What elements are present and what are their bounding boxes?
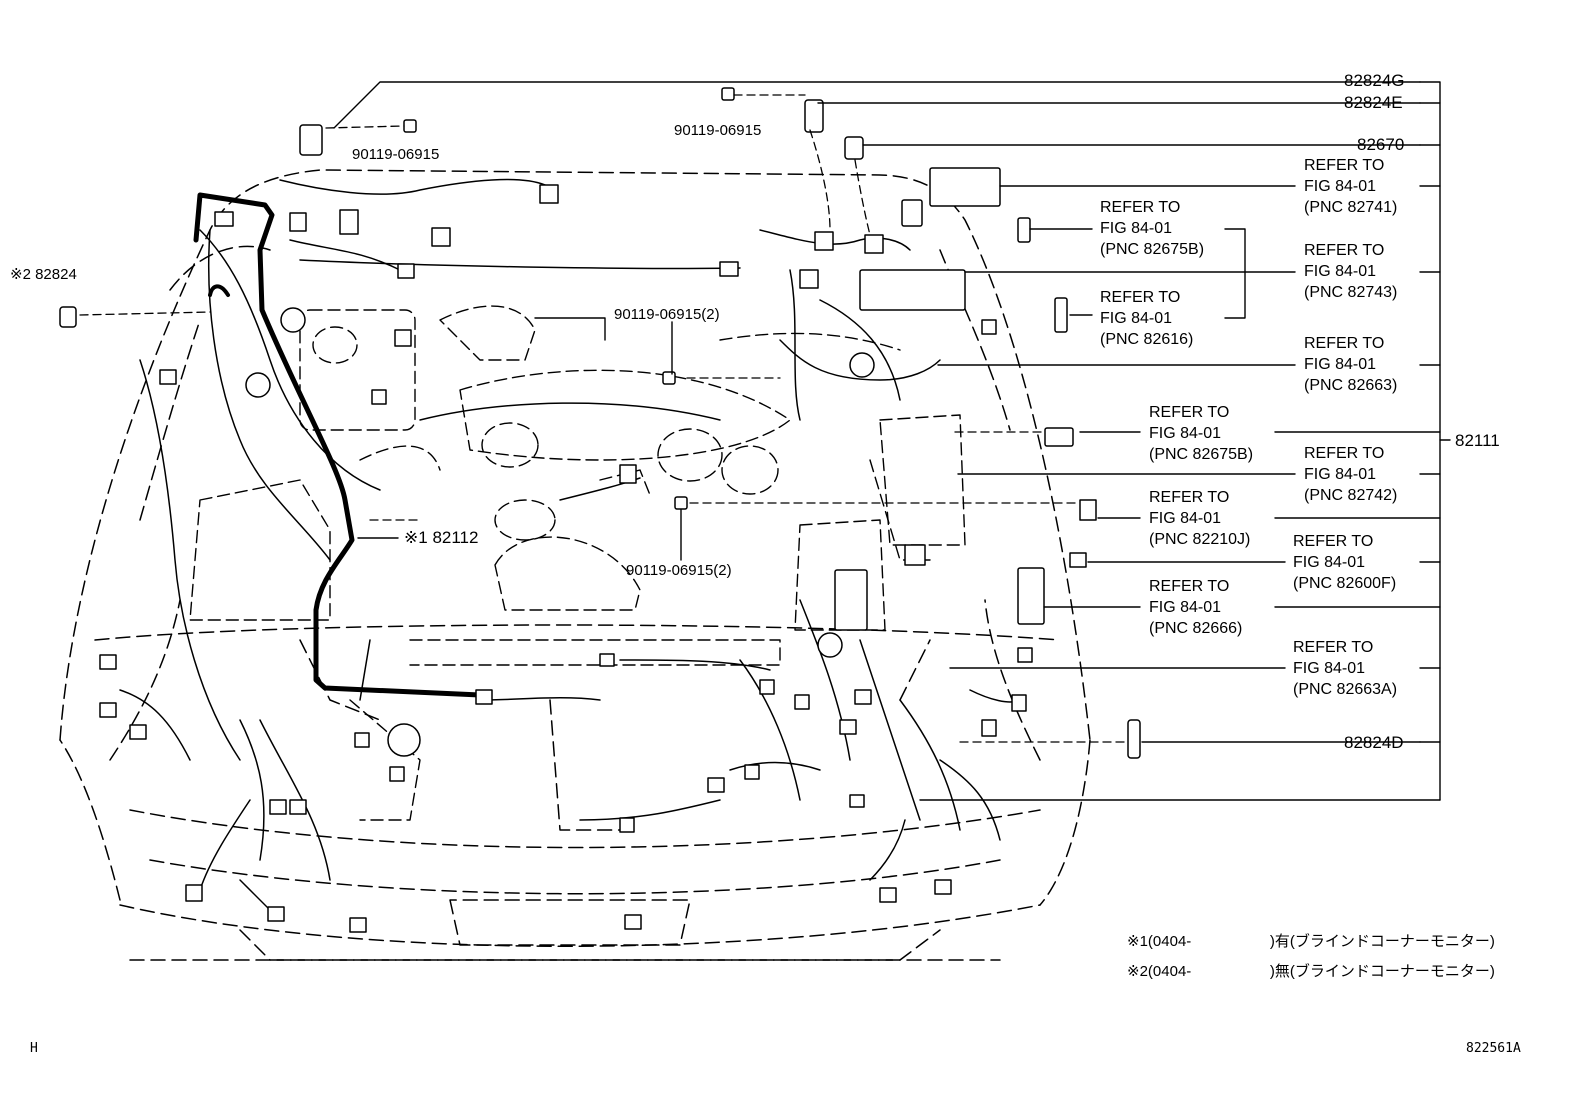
footnote-2: ※2(0404- )無(ブラインドコーナーモニター): [1127, 960, 1495, 981]
ref-pnc: (PNC 82600F): [1293, 575, 1397, 592]
bolt-label-top-left: 90119-06915: [352, 146, 440, 163]
ref-pnc-82210J: REFER TO FIG 84-01 (PNC 82210J): [1149, 487, 1250, 550]
ref-title: REFER TO: [1304, 335, 1385, 352]
ref-pnc: (PNC 82663A): [1293, 681, 1398, 698]
bolt-label-top-center: 90119-06915: [674, 122, 762, 139]
bolt-label-mid-a: 90119-06915(2): [614, 306, 720, 323]
harness-82112-branch: [208, 284, 230, 297]
footnote-text: )無(ブラインドコーナーモニター): [1269, 963, 1495, 980]
ref-title: REFER TO: [1293, 639, 1374, 656]
car-body-outline: [59, 169, 1091, 961]
ref-fig: FIG 84-01: [1304, 178, 1377, 195]
part-label-82111: 82111: [1455, 431, 1500, 450]
ref-title: REFER TO: [1149, 578, 1230, 595]
part-label-82670: 82670: [1357, 135, 1405, 154]
part-number-82112: 82112: [432, 528, 479, 547]
ref-pnc-82600F: REFER TO FIG 84-01 (PNC 82600F): [1293, 531, 1396, 594]
ref-title: REFER TO: [1100, 199, 1181, 216]
ref-pnc-82663A: REFER TO FIG 84-01 (PNC 82663A): [1293, 637, 1397, 700]
ref-fig: FIG 84-01: [1304, 466, 1377, 483]
footnote-mark: ※2: [1127, 963, 1148, 980]
ref-fig: FIG 84-01: [1293, 660, 1366, 677]
ref-pnc-82675B-a: REFER TO FIG 84-01 (PNC 82675B): [1100, 197, 1204, 260]
ref-title: REFER TO: [1100, 289, 1181, 306]
ref-pnc: (PNC 82666): [1149, 620, 1243, 637]
ref-fig: FIG 84-01: [1149, 425, 1222, 442]
part-label-82824D: 82824D: [1344, 733, 1404, 752]
marker-1: ※1: [404, 528, 428, 547]
ref-pnc: (PNC 82743): [1304, 284, 1398, 301]
ref-title: REFER TO: [1304, 445, 1385, 462]
footer-left-code: H: [30, 1041, 38, 1056]
leader-lines-dashed: [79, 94, 1129, 743]
ref-fig: FIG 84-01: [1149, 599, 1222, 616]
engine-components: [189, 305, 966, 821]
footnote-mark: ※1: [1127, 933, 1148, 950]
footnote-code: (0404-: [1147, 963, 1192, 980]
ref-pnc: (PNC 82210J): [1149, 531, 1251, 548]
part-label-82112: ※1 82112: [404, 527, 478, 548]
ref-fig: FIG 84-01: [1100, 310, 1173, 327]
ref-pnc: (PNC 82616): [1100, 331, 1194, 348]
ref-title: REFER TO: [1304, 157, 1385, 174]
ref-fig: FIG 84-01: [1304, 356, 1377, 373]
ref-pnc: (PNC 82675B): [1149, 446, 1254, 463]
ref-pnc-82663: REFER TO FIG 84-01 (PNC 82663): [1304, 333, 1397, 396]
ref-title: REFER TO: [1149, 404, 1230, 421]
ref-pnc-82742: REFER TO FIG 84-01 (PNC 82742): [1304, 443, 1397, 506]
leader-lines: [333, 81, 1451, 801]
bolts: [403, 87, 735, 510]
part-number-82824: 82824: [35, 266, 77, 283]
footnote-text: )有(ブラインドコーナーモニター): [1269, 933, 1495, 950]
ref-fig: FIG 84-01: [1100, 220, 1173, 237]
illustration-number: 822561A: [1466, 1041, 1521, 1056]
ref-pnc-82666: REFER TO FIG 84-01 (PNC 82666): [1149, 576, 1242, 639]
ref-fig: FIG 84-01: [1149, 510, 1222, 527]
ref-fig: FIG 84-01: [1293, 554, 1366, 571]
marker-2: ※2: [10, 266, 31, 283]
ref-pnc: (PNC 82663): [1304, 377, 1398, 394]
bolt-label-mid-b: 90119-06915(2): [626, 562, 732, 579]
ref-pnc: (PNC 82742): [1304, 487, 1398, 504]
ref-pnc-82743: REFER TO FIG 84-01 (PNC 82743): [1304, 240, 1397, 303]
part-label-82824E: 82824E: [1344, 93, 1403, 112]
ref-title: REFER TO: [1293, 533, 1374, 550]
ref-pnc-82741: REFER TO FIG 84-01 (PNC 82741): [1304, 155, 1397, 218]
part-label-82824G: 82824G: [1344, 71, 1405, 90]
connectors: [59, 99, 1141, 933]
harness-82112: [193, 192, 483, 698]
ref-pnc: (PNC 82741): [1304, 199, 1398, 216]
ref-pnc-82616: REFER TO FIG 84-01 (PNC 82616): [1100, 287, 1193, 350]
ref-pnc: (PNC 82675B): [1100, 241, 1205, 258]
ref-title: REFER TO: [1304, 242, 1385, 259]
ref-title: REFER TO: [1149, 489, 1230, 506]
ref-pnc-82675B-b: REFER TO FIG 84-01 (PNC 82675B): [1149, 402, 1253, 465]
footnote-1: ※1(0404- )有(ブラインドコーナーモニター): [1127, 930, 1495, 951]
ref-fig: FIG 84-01: [1304, 263, 1377, 280]
part-label-82824: ※2 82824: [10, 264, 77, 285]
footnote-code: (0404-: [1147, 933, 1192, 950]
